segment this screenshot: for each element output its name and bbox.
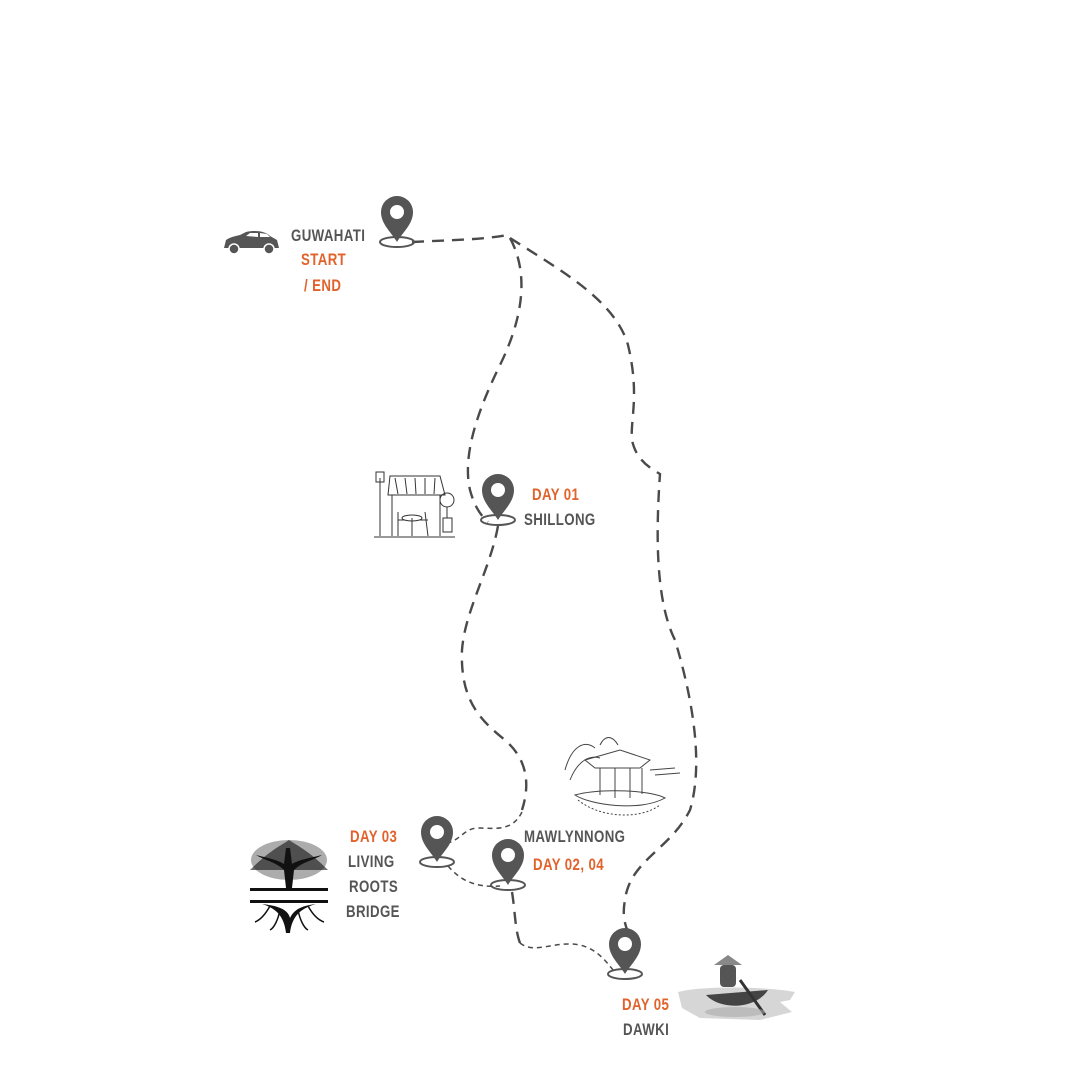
route-to-living-roots bbox=[447, 811, 523, 844]
stop-name-dawki: DAWKI bbox=[623, 1020, 670, 1039]
stop-day-guwahati-line2: / END bbox=[304, 276, 342, 295]
stop-day-living-roots: DAY 03 bbox=[350, 827, 398, 846]
pin-shillong[interactable] bbox=[480, 473, 516, 526]
route-dawki-approach bbox=[519, 942, 616, 973]
pin-mawlynnong[interactable] bbox=[490, 838, 526, 891]
cafe-sketch-icon bbox=[374, 471, 455, 538]
route-guwahati-shillong bbox=[466, 237, 523, 523]
stop-day-mawlynnong: DAY 02, 04 bbox=[533, 855, 604, 874]
stop-name-living-roots-3: BRIDGE bbox=[346, 902, 400, 921]
pin-living-roots-bridge[interactable] bbox=[419, 815, 455, 868]
stop-name-living-roots-1: LIVING bbox=[348, 852, 395, 871]
route-guwahati-dawki-east bbox=[509, 236, 698, 933]
route-shillong-mawlynnong bbox=[460, 525, 528, 811]
route-living-roots-mawlynnong bbox=[447, 865, 501, 888]
stop-day-dawki: DAY 05 bbox=[622, 995, 670, 1014]
stop-day-shillong: DAY 01 bbox=[532, 485, 580, 504]
stop-name-living-roots-2: ROOTS bbox=[349, 877, 399, 896]
stop-name-mawlynnong: MAWLYNNONG bbox=[524, 827, 626, 846]
boat-icon bbox=[678, 955, 795, 1020]
stop-day-guwahati: START bbox=[301, 250, 347, 269]
stop-name-guwahati: GUWAHATI bbox=[291, 226, 366, 245]
gazebo-sketch-icon bbox=[564, 737, 681, 816]
car-icon bbox=[224, 231, 279, 255]
pin-dawki[interactable] bbox=[607, 927, 643, 980]
pin-guwahati[interactable] bbox=[379, 195, 415, 248]
route-mawlynnong-dawki bbox=[510, 891, 522, 944]
tree-roots-icon bbox=[250, 840, 328, 933]
route-guwahati-junction bbox=[411, 233, 509, 244]
route-lines bbox=[411, 233, 698, 944]
stop-name-shillong: SHILLONG bbox=[524, 510, 596, 529]
